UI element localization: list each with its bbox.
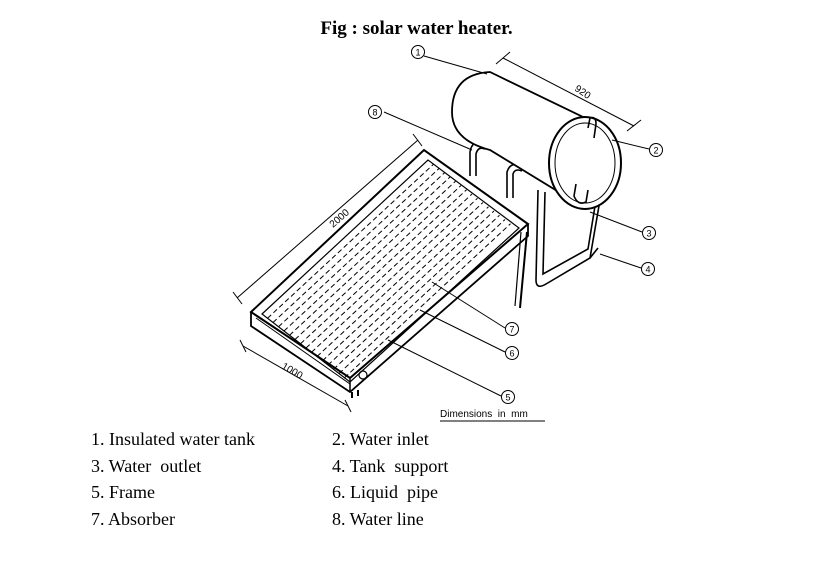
svg-text:8: 8	[372, 108, 377, 118]
legend-left-column: 1. Insulated water tank 3. Water outlet …	[91, 426, 255, 532]
figure-title: Fig : solar water heater.	[320, 18, 513, 39]
legend-right-column: 2. Water inlet 4. Tank support 6. Liquid…	[332, 426, 448, 532]
leader-lines	[383, 55, 650, 422]
legend-item: 2. Water inlet	[332, 429, 429, 449]
absorber-pipe-line	[278, 172, 445, 328]
callout-6: 6	[505, 346, 519, 360]
absorber-pipe-line	[333, 214, 500, 370]
callout-2: 2	[649, 143, 663, 157]
liquid-pipes	[267, 163, 511, 379]
callout-3: 3	[642, 226, 656, 240]
absorber-pipe-line	[294, 185, 462, 340]
callout-8: 8	[368, 105, 382, 119]
dimension-lines	[232, 51, 642, 413]
absorber-pipe-line	[338, 219, 506, 374]
absorber-pipe-line	[267, 163, 434, 319]
legend-item: 8. Water line	[332, 508, 424, 529]
callout-4: 4	[641, 262, 655, 276]
svg-text:5: 5	[505, 393, 510, 403]
absorber-pipe-line	[322, 206, 489, 362]
absorber-pipe-line	[316, 202, 484, 357]
svg-text:7: 7	[509, 325, 514, 335]
svg-text:1: 1	[415, 48, 420, 58]
collector-panel	[249, 148, 530, 398]
absorber-pipe-line	[300, 189, 467, 345]
svg-text:6: 6	[509, 349, 514, 359]
svg-text:3: 3	[646, 229, 651, 239]
absorber-pipe-line	[344, 223, 511, 379]
legend-item: 6. Liquid pipe	[332, 482, 438, 502]
legend-item: 1. Insulated water tank	[91, 429, 255, 449]
legend-item: 4. Tank support	[332, 455, 449, 476]
svg-text:4: 4	[645, 265, 650, 275]
callout-5: 5	[501, 390, 515, 404]
dimension-2000: 2000	[328, 207, 352, 230]
legend-item: 7. Absorber	[91, 508, 175, 529]
absorber-pipe-line	[272, 168, 440, 323]
water-tank	[451, 71, 622, 210]
legend-item: 5. Frame	[91, 482, 155, 502]
absorber-pipe-line	[289, 180, 456, 336]
callout-7: 7	[505, 322, 519, 336]
absorber-pipe-line	[283, 176, 451, 332]
callout-1: 1	[411, 45, 425, 59]
absorber-pipe-line	[305, 193, 473, 349]
legend-item: 3. Water outlet	[91, 455, 202, 476]
absorber-pipe-line	[327, 210, 495, 366]
tank-support	[535, 189, 601, 288]
dimensions-note: Dimensions in mm	[440, 409, 528, 420]
svg-text:2: 2	[653, 146, 658, 156]
dimension-920: 920	[572, 83, 592, 102]
absorber-pipe-line	[311, 197, 478, 353]
